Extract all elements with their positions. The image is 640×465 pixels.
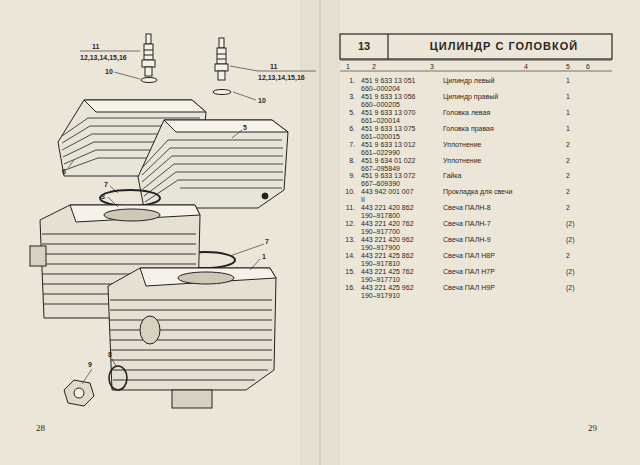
quantity: 2 xyxy=(566,252,570,259)
part-code: 190–917710 xyxy=(361,276,400,283)
part-code: 660–000205 xyxy=(361,101,400,108)
part-code: 660–000204 xyxy=(361,85,400,92)
part-name: Свеча ПАЛН-8 xyxy=(443,204,491,211)
quantity: 2 xyxy=(566,204,570,211)
part-number: 451 9 633 13 075 xyxy=(361,125,416,132)
page-number: 29 xyxy=(588,424,597,433)
part-number: 443 942 001 007 xyxy=(361,188,414,195)
section-number: 13 xyxy=(340,41,388,52)
column-header: 6 xyxy=(586,63,590,70)
column-header: 4 xyxy=(524,63,528,70)
part-number: 443 221 420 762 xyxy=(361,220,414,227)
position-number: 11. xyxy=(331,204,355,211)
quantity: (2) xyxy=(566,284,575,291)
column-header: 5 xyxy=(566,63,570,70)
quantity: 1 xyxy=(566,77,570,84)
quantity: 1 xyxy=(566,125,570,132)
column-header: 1 xyxy=(346,63,350,70)
part-code: 661–020015 xyxy=(361,133,400,140)
quantity: 1 xyxy=(566,93,570,100)
position-number: 14. xyxy=(331,252,355,259)
quantity: 2 xyxy=(566,157,570,164)
part-number: 443 221 420 962 xyxy=(361,236,414,243)
part-code: 667–095849 xyxy=(361,165,400,172)
quantity: 2 xyxy=(566,141,570,148)
part-code: 190–917700 xyxy=(361,228,400,235)
position-number: 10. xyxy=(331,188,355,195)
callout-number: 10 xyxy=(105,68,113,75)
page-title: ЦИЛИНДР С ГОЛОВКОЙ xyxy=(398,41,610,52)
part-number: 443 221 420 862 xyxy=(361,204,414,211)
part-number: 451 9 634 01 022 xyxy=(361,157,416,164)
callout-number: 9 xyxy=(88,361,92,368)
callout-number: 3 xyxy=(101,193,105,200)
callout-number: 6 xyxy=(62,168,66,175)
part-name: Свеча ПАЛН-7 xyxy=(443,220,491,227)
quantity: 1 xyxy=(566,109,570,116)
part-number: 451 9 633 13 072 xyxy=(361,172,416,179)
part-name: Прокладка для свечи xyxy=(443,188,512,195)
part-name: Свеча ПАЛН-9 xyxy=(443,236,491,243)
part-code: 661–022990 xyxy=(361,149,400,156)
quantity: (2) xyxy=(566,268,575,275)
part-name: Головка левая xyxy=(443,109,490,116)
part-number: 443 221 425 962 xyxy=(361,284,414,291)
part-number: 451 9 633 13 051 xyxy=(361,77,416,84)
position-number: 16. xyxy=(331,284,355,291)
part-number: 443 221 425 862 xyxy=(361,252,414,259)
part-name: Свеча ПАЛ Н8Р xyxy=(443,252,495,259)
position-number: 8. xyxy=(331,157,355,164)
part-name: Свеча ПАЛ Н9Р xyxy=(443,284,495,291)
part-code: 190–917910 xyxy=(361,292,400,299)
part-name: Головка правая xyxy=(443,125,494,132)
quantity: (2) xyxy=(566,236,575,243)
quantity: 2 xyxy=(566,172,570,179)
position-number: 7. xyxy=(331,141,355,148)
part-code: 661–020014 xyxy=(361,117,400,124)
column-header: 2 xyxy=(372,63,376,70)
callout-number: 7 xyxy=(104,181,108,188)
callout-number: 11 xyxy=(92,43,99,50)
part-code: 190–917900 xyxy=(361,244,400,251)
part-number: 443 221 425 762 xyxy=(361,268,414,275)
part-name: Свеча ПАЛ Н7Р xyxy=(443,268,495,275)
callout-number: 11 xyxy=(270,63,277,70)
part-code: 667–609390 xyxy=(361,180,400,187)
position-number: 1. xyxy=(331,77,355,84)
callout-number: 8 xyxy=(108,351,112,358)
part-name: Уплотнение xyxy=(443,157,481,164)
column-header: 3 xyxy=(430,63,434,70)
part-code: 190–917810 xyxy=(361,260,400,267)
position-number: 5. xyxy=(331,109,355,116)
position-number: 9. xyxy=(331,172,355,179)
part-code: II xyxy=(361,196,365,203)
position-number: 13. xyxy=(331,236,355,243)
part-name: Цилиндр левый xyxy=(443,77,495,84)
position-number: 12. xyxy=(331,220,355,227)
position-number: 6. xyxy=(331,125,355,132)
callout-number: 10 xyxy=(258,97,266,104)
part-number: 451 9 633 13 012 xyxy=(361,141,416,148)
part-name: Цилиндр правый xyxy=(443,93,498,100)
callout-number: 7 xyxy=(265,238,269,245)
callout-number: 1 xyxy=(262,253,266,260)
part-number: 451 9 633 13 070 xyxy=(361,109,416,116)
part-code: 190–917800 xyxy=(361,212,400,219)
callout-number: 12,13,14,15,16 xyxy=(258,74,305,81)
part-number: 451 9 633 13 056 xyxy=(361,93,416,100)
part-name: Уплотнение xyxy=(443,141,481,148)
quantity: (2) xyxy=(566,220,575,227)
page-number: 28 xyxy=(36,424,45,433)
quantity: 2 xyxy=(566,188,570,195)
position-number: 15. xyxy=(331,268,355,275)
callout-number: 5 xyxy=(243,124,247,131)
callout-number: 12,13,14,15,16 xyxy=(80,54,127,61)
position-number: 3. xyxy=(331,93,355,100)
part-name: Гайка xyxy=(443,172,461,179)
